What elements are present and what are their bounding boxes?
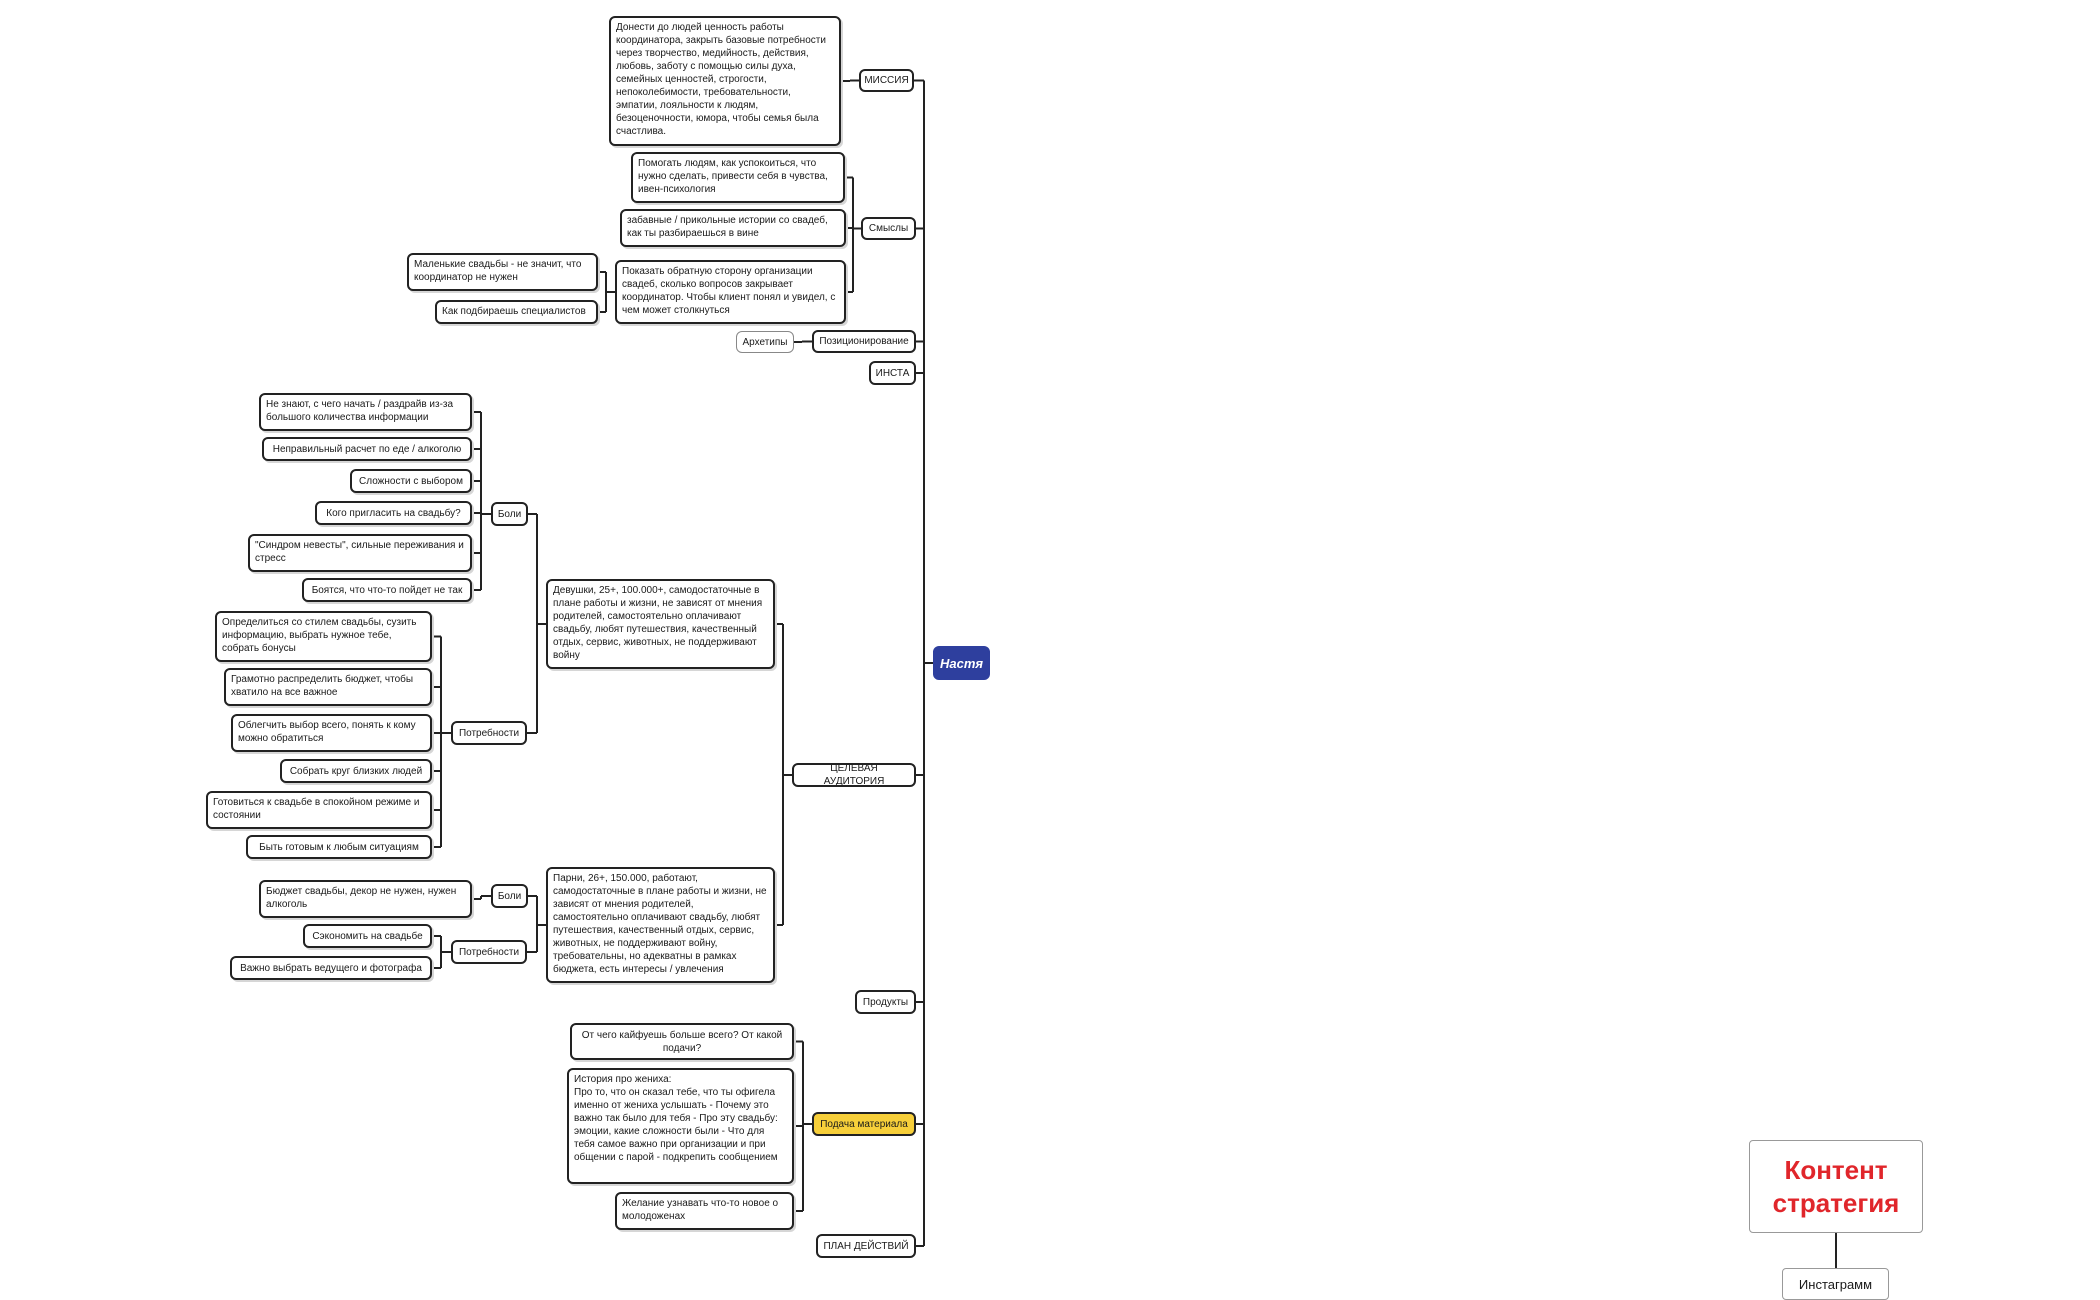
need-item[interactable]: Облегчить выбор всего, понять к кому мож… [231, 714, 432, 752]
pain-item[interactable]: Боятся, что что-то пойдет не так [302, 578, 472, 602]
connector [845, 176, 861, 293]
connector [775, 623, 792, 926]
connector [598, 271, 615, 313]
content-strategy-title[interactable]: Контент стратегия [1749, 1140, 1923, 1233]
need-item[interactable]: Готовиться к свадьбе в спокойном режиме … [206, 791, 432, 829]
archetypes-node[interactable]: Архетипы [736, 331, 794, 353]
pain-item[interactable]: Неправильный расчет по еде / алкоголю [262, 437, 472, 461]
branch-meanings[interactable]: Смыслы [861, 217, 916, 240]
connector [527, 895, 546, 953]
connector [914, 79, 933, 1247]
connector [472, 411, 491, 591]
audience-women[interactable]: Девушки, 25+, 100.000+, самодостаточные … [546, 579, 775, 669]
delivery-item[interactable]: От чего кайфуешь больше всего? От какой … [570, 1023, 794, 1060]
connector [472, 895, 491, 900]
women-needs[interactable]: Потребности [451, 721, 527, 745]
meaning-sub-item[interactable]: Маленькие свадьбы - не значит, что коорд… [407, 253, 598, 291]
connector [432, 635, 451, 848]
mission-text[interactable]: Донести до людей ценность работы координ… [609, 16, 841, 146]
connector [432, 935, 451, 969]
pain-item[interactable]: "Синдром невесты", сильные переживания и… [248, 534, 472, 572]
instagram-node[interactable]: Инстаграмм [1782, 1268, 1889, 1300]
pain-item[interactable]: Бюджет свадьбы, декор не нужен, нужен ал… [259, 880, 472, 918]
need-item[interactable]: Важно выбрать ведущего и фотографа [230, 956, 432, 980]
men-pains[interactable]: Боли [491, 884, 528, 908]
connector [794, 340, 812, 343]
delivery-item[interactable]: История про жениха: Про то, что он сказа… [567, 1068, 794, 1184]
need-item[interactable]: Сэкономить на свадьбе [303, 924, 432, 948]
connector [841, 79, 859, 82]
need-item[interactable]: Быть готовым к любым ситуациям [246, 835, 432, 859]
pain-item[interactable]: Кого пригласить на свадьбу? [315, 501, 472, 525]
delivery-item[interactable]: Желание узнавать что-то новое о молодоже… [615, 1192, 794, 1230]
connector [794, 1040, 812, 1212]
need-item[interactable]: Собрать круг близких людей [280, 759, 432, 783]
branch-positioning[interactable]: Позиционирование [812, 330, 916, 353]
branch-delivery[interactable]: Подача материала [812, 1112, 916, 1136]
meaning-item[interactable]: Показать обратную сторону организации св… [615, 260, 846, 324]
pain-item[interactable]: Сложности с выбором [350, 469, 472, 493]
women-pains[interactable]: Боли [491, 502, 528, 526]
need-item[interactable]: Определиться со стилем свадьбы, сузить и… [215, 611, 432, 662]
need-item[interactable]: Грамотно распределить бюджет, чтобы хват… [224, 668, 432, 706]
pain-item[interactable]: Не знают, с чего начать / раздрайв из-за… [259, 393, 472, 431]
meaning-item[interactable]: забавные / прикольные истории со свадеб,… [620, 209, 846, 247]
branch-mission[interactable]: МИССИЯ [859, 69, 914, 92]
branch-insta[interactable]: ИНСТА [869, 361, 916, 385]
branch-action-plan[interactable]: ПЛАН ДЕЙСТВИЙ [816, 1234, 916, 1258]
root-node[interactable]: Настя [933, 646, 990, 680]
audience-men[interactable]: Парни, 26+, 150.000, работают, самодоста… [546, 867, 775, 983]
meaning-sub-item[interactable]: Как подбираешь специалистов [435, 300, 598, 324]
men-needs[interactable]: Потребности [451, 940, 527, 964]
branch-products[interactable]: Продукты [855, 990, 916, 1014]
connector [527, 513, 546, 734]
meaning-item[interactable]: Помогать людям, как успокоиться, что нуж… [631, 152, 845, 203]
branch-target-audience[interactable]: ЦЕЛЕВАЯ АУДИТОРИЯ [792, 763, 916, 787]
